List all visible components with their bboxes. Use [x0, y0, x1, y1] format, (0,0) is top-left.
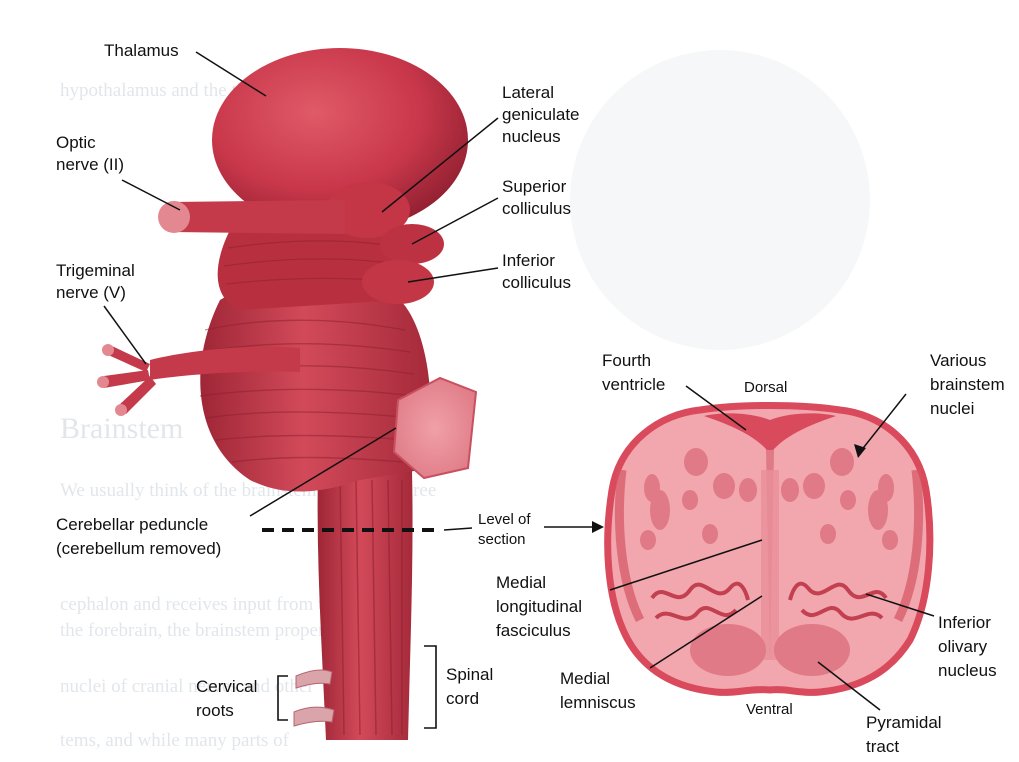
label-fourth-ventricle-2: ventricle	[602, 375, 665, 394]
label-optic-nerve-2: nerve (II)	[56, 155, 124, 174]
label-lateral-geniculate-2: geniculate	[502, 105, 580, 124]
label-inferior-colliculus-2: colliculus	[502, 273, 571, 292]
label-olivary-3: nucleus	[938, 661, 997, 680]
spinal-cord	[318, 470, 413, 740]
label-cervical-roots-1: Cervical	[196, 677, 257, 696]
label-pyramidal-tract-1: Pyramidal	[866, 713, 942, 732]
label-brainstem-nuclei-2: brainstem	[930, 375, 1005, 394]
background-line: nuclei of cranial nerves and other	[60, 676, 314, 697]
label-mlf-3: fasciculus	[496, 621, 571, 640]
pons	[200, 278, 430, 492]
label-superior-colliculus-1: Superior	[502, 177, 567, 196]
label-brainstem-nuclei-1: Various	[930, 351, 986, 370]
brainstem-cross-section	[608, 406, 930, 693]
label-level-of-section-2: section	[478, 531, 526, 548]
label-thalamus: Thalamus	[104, 41, 179, 60]
label-mlf-1: Medial	[496, 573, 546, 592]
background-heading: Brainstem	[60, 412, 183, 445]
pyramid-left	[690, 624, 766, 676]
label-level-of-section-1: Level of	[478, 511, 531, 528]
label-brainstem-nuclei-3: nuclei	[930, 399, 974, 418]
label-cervical-roots-2: roots	[196, 701, 234, 720]
label-cerebellar-peduncle-1: Cerebellar peduncle	[56, 515, 208, 534]
pyramid-right	[774, 624, 850, 676]
label-medial-lemniscus-2: lemniscus	[560, 693, 636, 712]
label-optic-nerve-1: Optic	[56, 133, 96, 152]
optic-nerve-drawing	[172, 200, 345, 234]
label-mlf-2: longitudinal	[496, 597, 582, 616]
section-arrow-icon	[592, 521, 604, 533]
label-dorsal: Dorsal	[744, 379, 787, 396]
label-pyramidal-tract-2: tract	[866, 737, 899, 756]
label-lateral-geniculate-1: Lateral	[502, 83, 554, 102]
background-line: tems, and while many parts of	[60, 730, 290, 751]
spinal-cord-bracket	[424, 646, 436, 728]
label-trigeminal-1: Trigeminal	[56, 261, 135, 280]
label-olivary-1: Inferior	[938, 613, 991, 632]
label-cerebellar-peduncle-2: (cerebellum removed)	[56, 539, 221, 558]
label-medial-lemniscus-1: Medial	[560, 669, 610, 688]
label-ventral: Ventral	[746, 701, 793, 718]
background-line: the forebrain, the brainstem proper	[60, 620, 325, 641]
label-trigeminal-2: nerve (V)	[56, 283, 126, 302]
label-inferior-colliculus-1: Inferior	[502, 251, 555, 270]
label-olivary-2: olivary	[938, 637, 988, 656]
label-lateral-geniculate-3: nucleus	[502, 127, 561, 146]
label-spinal-cord-1: Spinal	[446, 665, 493, 684]
background-line: cephalon and receives input from the	[60, 594, 341, 615]
label-spinal-cord-2: cord	[446, 689, 479, 708]
label-superior-colliculus-2: colliculus	[502, 199, 571, 218]
label-fourth-ventricle-1: Fourth	[602, 351, 651, 370]
inferior-colliculus-drawing	[362, 260, 434, 304]
